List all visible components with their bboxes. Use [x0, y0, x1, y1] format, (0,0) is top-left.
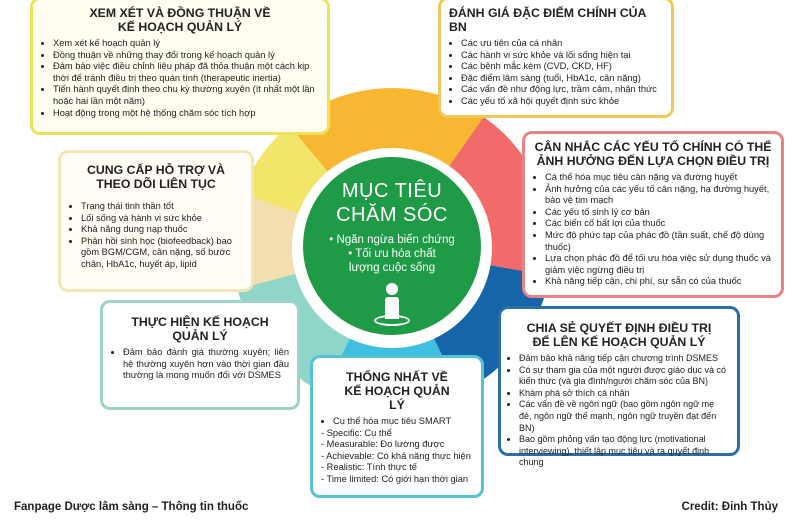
footer-source: Fanpage Dược lâm sàng – Thông tin thuốc: [14, 501, 249, 513]
box-title: CHIA SẺ QUYẾT ĐỊNH ĐIỀU TRỊ ĐỂ LÊN KẾ HO…: [526, 321, 712, 349]
box-assess: ĐÁNH GIÁ ĐẶC ĐIỂM CHÍNH CỦA BN Các ưu ti…: [438, 0, 674, 118]
box-list: Xem xét kế hoạch quản lý Đồng thuận về n…: [41, 38, 319, 119]
list-item: Mức độ phức tạp của phác đồ (tần suất, c…: [545, 230, 773, 253]
list-item: Đảm bảo việc điều chỉnh liệu pháp đã thỏ…: [53, 61, 319, 84]
title-line: CHĂM SÓC: [336, 204, 448, 226]
box-share: CHIA SẺ QUYẾT ĐỊNH ĐIỀU TRỊ ĐỂ LÊN KẾ HO…: [498, 306, 740, 467]
list-item: Đảm bảo đánh giá thường xuyên; liên hệ t…: [123, 347, 289, 382]
smart-list: - Specific: Cụ thể - Measurable: Đo lườn…: [321, 428, 473, 486]
box-list: Đảm bảo đánh giá thường xuyên; liên hệ t…: [111, 347, 289, 382]
list-item: Các hành vi sức khỏe và lối sống hiện tạ…: [461, 50, 663, 62]
list-item: Các ưu tiên của cá nhân: [461, 38, 663, 50]
box-list: Cụ thể hóa mục tiêu SMART: [321, 416, 473, 428]
list-item: Đặc điểm lâm sàng (tuổi, HbA1c, cân nặng…: [461, 73, 663, 85]
list-item: Các yếu tố xã hội quyết định sức khỏe: [461, 96, 663, 108]
box-review: XEM XÉT VÀ ĐỒNG THUẬN VỀ KẾ HOẠCH QUẢN L…: [30, 0, 330, 135]
box-list: Đảm bảo khả năng tiếp cận chương trình D…: [509, 353, 729, 469]
list-item: Khả năng dung nạp thuốc: [81, 224, 243, 236]
list-item: Hoạt động trong một hệ thống chăm sóc tí…: [53, 108, 319, 120]
list-item: Có sự tham gia của một người được giáo d…: [519, 365, 729, 388]
title-line: MỤC TIÊU: [341, 180, 443, 202]
list-item: Lựa chọn phác đồ để tối ưu hóa việc sử d…: [545, 253, 773, 276]
goal-item: • Ngăn ngừa biến chứng: [329, 234, 455, 246]
box-list: Cá thể hóa mục tiêu cân nặng và đường hu…: [533, 172, 773, 288]
box-support: CUNG CẤP HỖ TRỢ VÀ THEO DÕI LIÊN TỤC Trạ…: [58, 150, 254, 292]
box-title: XEM XÉT VÀ ĐỒNG THUẬN VỀ KẾ HOẠCH QUẢN L…: [89, 6, 271, 34]
goal-item: • Tối ưu hóa chất lượng cuộc sống: [348, 248, 436, 274]
list-item: Các biến cố bất lợi của thuốc: [545, 218, 773, 230]
list-item: Ảnh hưởng của các yếu tố cân nặng, hạ đư…: [545, 184, 773, 207]
list-item: Khám phá sở thích cá nhân: [519, 388, 729, 400]
list-item: Các bệnh mắc kèm (CVD, CKD, HF): [461, 61, 663, 73]
list-item: - Achievable: Có khả năng thực hiện: [321, 450, 471, 461]
list-item: Đảm bảo khả năng tiếp cận chương trình D…: [519, 353, 729, 365]
list-item: Các vấn đề như động lực, trầm cảm, nhận …: [461, 84, 663, 96]
box-title: CÂN NHẮC CÁC YẾU TỐ CHÍNH CÓ THỂ ẢNH HƯỞ…: [534, 140, 772, 168]
box-consider: CÂN NHẮC CÁC YẾU TỐ CHÍNH CÓ THỂ ẢNH HƯỞ…: [522, 131, 784, 298]
box-list: Trạng thái tinh thần tốt Lối sống và hàn…: [69, 201, 243, 271]
list-item: Tiến hành quyết định theo chu kỳ thường …: [53, 84, 319, 107]
list-item: Bao gồm phỏng vấn tạo động lực (motivati…: [519, 434, 729, 469]
box-title: THỐNG NHẤT VỀ KẾ HOẠCH QUẢN LÝ: [344, 370, 450, 412]
box-list: Các ưu tiên của cá nhân Các hành vi sức …: [449, 38, 663, 108]
box-agree: THỐNG NHẤT VỀ KẾ HOẠCH QUẢN LÝ Cụ thể hó…: [310, 355, 484, 498]
box-title: CUNG CẤP HỖ TRỢ VÀ THEO DÕI LIÊN TỤC: [86, 163, 226, 191]
list-item: Phản hồi sinh học (biofeedback) bao gồm …: [81, 236, 243, 271]
list-item: - Measurable: Đo lường được: [321, 439, 445, 450]
list-item: Các yếu tố sinh lý cơ bản: [545, 207, 773, 219]
person-icon: [372, 283, 412, 327]
list-item: Cá thể hóa mục tiêu cân nặng và đường hu…: [545, 172, 773, 184]
list-item: Đồng thuận về những thay đổi trong kế ho…: [53, 50, 319, 62]
box-title: ĐÁNH GIÁ ĐẶC ĐIỂM CHÍNH CỦA BN: [449, 6, 646, 34]
list-item: - Specific: Cụ thể: [321, 427, 392, 438]
box-implement: THỰC HIỆN KẾ HOẠCH QUẢN LÝ Đảm bảo đánh …: [100, 300, 300, 410]
care-goals-list: • Ngăn ngừa biến chứng • Tối ưu hóa chất…: [303, 233, 481, 275]
list-item: - Realistic: Tính thực tế: [321, 462, 417, 473]
list-item: Các vấn đề về ngôn ngữ (bao gồm ngôn ngữ…: [519, 399, 729, 434]
list-item: - Time limited: Có giới hạn thời gian: [321, 473, 469, 484]
list-item: Khả năng tiếp cận, chi phí, sự sẵn có củ…: [545, 276, 773, 288]
list-item: Xem xét kế hoạch quản lý: [53, 38, 319, 50]
list-item: Cụ thể hóa mục tiêu SMART: [333, 416, 473, 428]
list-item: Lối sống và hành vi sức khỏe: [81, 213, 243, 225]
list-item: Trạng thái tinh thần tốt: [81, 201, 243, 213]
footer-credit: Credit: Đinh Thủy: [681, 501, 778, 513]
box-title: THỰC HIỆN KẾ HOẠCH QUẢN LÝ: [131, 315, 269, 343]
